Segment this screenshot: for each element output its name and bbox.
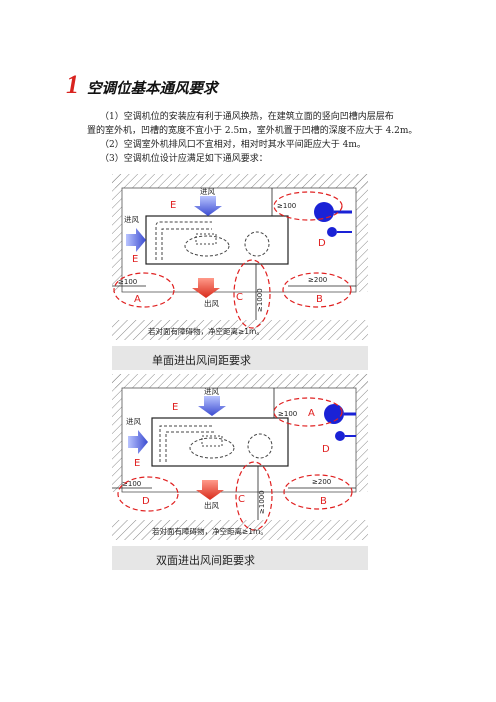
inlet-top-arrow	[194, 196, 222, 216]
paragraph-3: （3）空调机位设计应满足如下通风要求：	[100, 154, 268, 164]
figure2-caption: 双面进出风间距要求	[156, 553, 255, 567]
inlet-top-arrow	[198, 396, 226, 416]
dim-200: ≥200	[312, 478, 331, 486]
inlet-left-label: 进风	[126, 417, 141, 426]
paragraph-1-line-2: 置的室外机，凹槽的宽度不宜小于 2.5m，室外机置于凹槽的深度不应大于 4.2m…	[87, 126, 418, 136]
label-E-top: E	[170, 200, 176, 211]
label-B: B	[316, 294, 323, 305]
wall-left	[112, 174, 122, 292]
label-E-left: E	[132, 254, 138, 265]
figure-double-side: 进风 进风 出风 E E D A B C D ≥100 ≥100 ≥200 ≥1…	[112, 374, 368, 570]
label-E-top: E	[172, 402, 178, 413]
obstacle-band	[112, 520, 368, 540]
pipe-small	[335, 431, 345, 441]
figure-single-side: 进风 进风 出风 E E D A B C ≥100 ≥100 ≥200 ≥100…	[112, 174, 368, 370]
inlet-left-arrow	[128, 430, 148, 454]
inlet-top-label: 进风	[204, 387, 219, 396]
outlet-arrow	[192, 278, 220, 298]
paragraph-1-line-1: （1）空调机位的安装应有利于通风换热，在建筑立面的竖向凹槽内层层布	[100, 112, 394, 122]
dim-100-bottom: ≥100	[122, 480, 141, 488]
ac-unit	[151, 417, 289, 467]
wall-right	[356, 174, 368, 292]
obstacle-band	[112, 320, 368, 340]
outlet-label: 出风	[204, 298, 219, 308]
figure1-caption: 单面进出风间距要求	[152, 353, 251, 367]
label-A: A	[134, 294, 141, 305]
figure2-note: 若对面有障碍物，净空距离≥1m。	[152, 526, 268, 536]
dim-1000: ≥1000	[258, 490, 266, 514]
dim-100-top: ≥100	[277, 202, 296, 210]
label-E-left: E	[134, 458, 140, 469]
outlet-label: 出风	[204, 500, 219, 510]
wall-top	[112, 374, 368, 388]
heading-title: 空调位基本通风要求	[87, 81, 218, 97]
caption-band	[112, 346, 368, 370]
wall-left	[112, 374, 122, 492]
label-B: B	[320, 496, 327, 507]
wall-top	[112, 174, 368, 188]
inlet-left-label: 进风	[124, 215, 139, 224]
heading-number: 1	[66, 70, 79, 99]
dim-100-bottom: ≥100	[118, 278, 137, 286]
label-D-right: D	[322, 444, 330, 455]
dim-200: ≥200	[308, 276, 327, 284]
label-C: C	[236, 292, 243, 303]
caption-band	[112, 546, 368, 570]
pipe-large	[314, 202, 334, 222]
pipe-small	[327, 227, 337, 237]
label-C: C	[238, 494, 245, 505]
label-D: D	[318, 238, 326, 249]
ac-unit	[145, 215, 289, 265]
inlet-top-label: 进风	[200, 187, 215, 196]
paragraph-2: （2）空调室外机排风口不宜相对，相对时其水平间距应大于 4m。	[100, 140, 366, 150]
label-D-bottom: D	[142, 496, 150, 507]
dim-100-top: ≥100	[278, 410, 297, 418]
label-A: A	[308, 408, 315, 419]
figure1-note: 若对面有障碍物，净空距离≥1m。	[148, 326, 264, 336]
inlet-left-arrow	[126, 228, 146, 252]
pipe-large	[324, 404, 344, 424]
outlet-arrow	[196, 480, 224, 500]
dim-1000: ≥1000	[256, 288, 264, 312]
wall-right	[356, 374, 368, 492]
section-heading: 1 空调位基本通风要求	[66, 70, 218, 100]
